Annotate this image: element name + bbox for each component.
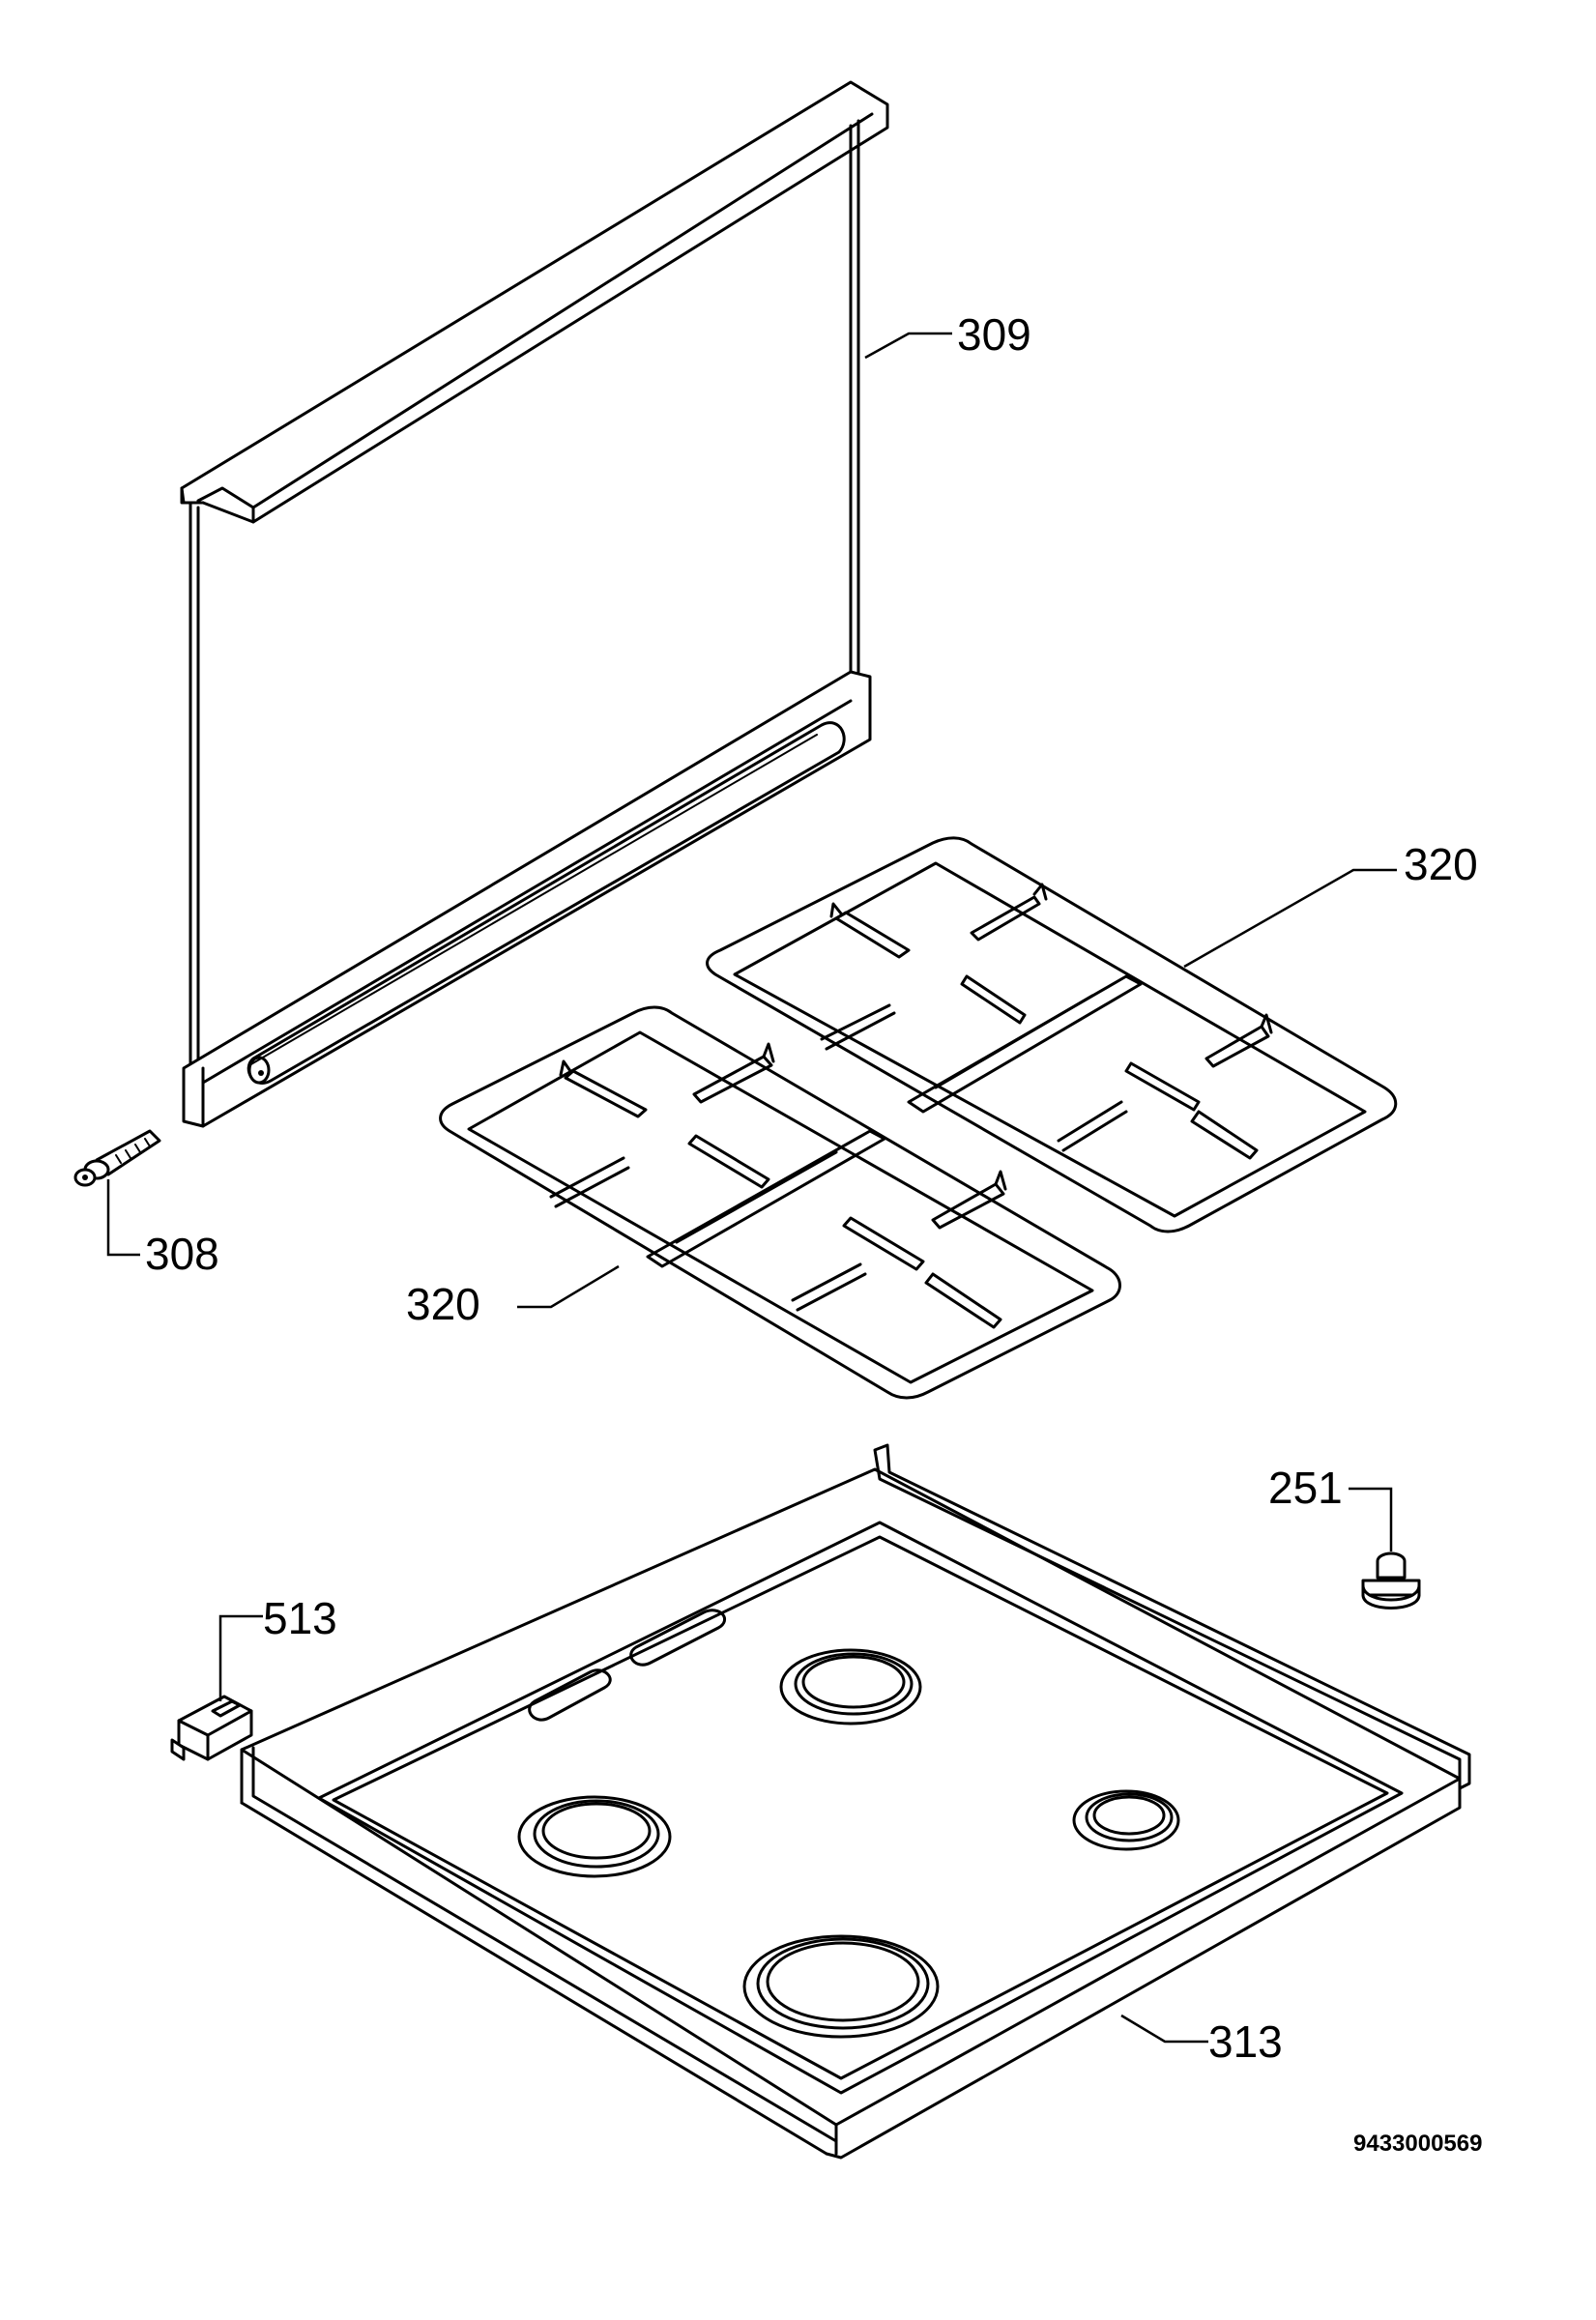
part-320-right-pan-support — [706, 836, 1398, 1233]
part-309-glass-lid — [180, 80, 889, 1128]
part-308-hinge-pin — [73, 1129, 161, 1187]
part-251-foot — [1361, 1552, 1421, 1610]
part-320-left-pan-support — [439, 1005, 1121, 1400]
burner-ring-rear-left — [779, 1648, 922, 1726]
leader-320-right — [1183, 868, 1397, 969]
label-251: 251 — [1268, 1463, 1343, 1513]
part-513-clip — [170, 1695, 253, 1761]
leader-513 — [218, 1614, 263, 1701]
label-320-right: 320 — [1404, 839, 1478, 889]
burner-ring-front-right — [742, 1934, 940, 2039]
leader-309 — [864, 332, 952, 360]
burner-ring-rear-right — [1072, 1789, 1180, 1851]
leader-308 — [106, 1179, 140, 1257]
label-308: 308 — [145, 1229, 219, 1279]
part-313-hob-top — [240, 1443, 1471, 2160]
document-number: 9433000569 — [1353, 2131, 1482, 2157]
burner-ring-front-left — [517, 1795, 672, 1878]
label-309: 309 — [957, 309, 1031, 360]
label-313: 313 — [1208, 2016, 1283, 2067]
leader-313 — [1120, 2014, 1208, 2044]
leader-251 — [1349, 1487, 1393, 1552]
leader-320-left — [517, 1264, 620, 1309]
label-320-left: 320 — [406, 1279, 480, 1329]
label-513: 513 — [263, 1593, 337, 1643]
